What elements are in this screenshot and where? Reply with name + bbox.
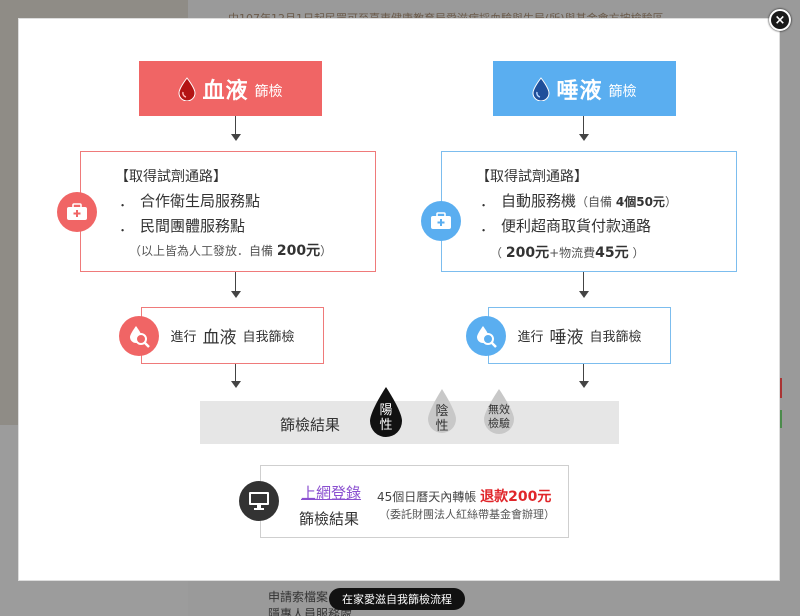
kit-icon [57,192,97,232]
list-item: ．民間團體服務點 [119,217,246,235]
black-drop-icon [370,387,402,437]
refund-note: （委託財團法人紅絲帶基金會辦理） [379,508,555,521]
arrow-down [231,116,241,141]
invalid-label-2: 檢驗 [488,417,510,430]
list-item: ．合作衛生局服務點 [119,192,261,210]
gray-drop-icon [484,389,514,434]
negative-label-1: 陰 [435,404,449,419]
screening-result-label: 篩檢結果 [280,416,341,434]
arrow-down [231,272,241,298]
blood-drop-icon [178,76,196,101]
online-registration-box: 上網登錄 篩檢結果 45個日曆天內轉帳 退款200元 （委託財團法人紅絲帶基金會… [260,465,569,538]
arrow-down [579,116,589,141]
list-item: ．便利超商取貨付款通路 [480,217,652,235]
arrow-down [231,364,241,388]
positive-label-1: 陽 [379,403,393,418]
blood-header-small: 篩檢 [254,84,283,100]
arrow-down [579,364,589,388]
positive-label-2: 性 [379,418,393,433]
refund-line: 45個日曆天內轉帳 退款200元 [377,489,552,505]
list-item: ．自動服務機（自備 4個50元） [480,192,677,210]
saliva-self-test-step: 進行 唾液 自我篩檢 [488,307,671,364]
saliva-drop-icon [532,76,550,101]
close-button[interactable]: × [769,9,791,31]
gray-drop-icon [428,389,456,433]
background-bottom-text-2: 隱專人員服務處 [268,607,353,616]
negative-label-2: 性 [435,419,449,434]
blood-self-test-step: 進行 血液 自我篩檢 [141,307,324,364]
invalid-label-1: 無效 [488,403,510,416]
negative-drop: 陰性 [426,387,458,435]
saliva-test-header: 唾液 篩檢 [493,61,676,116]
blood-channels-box: 【取得試劑通路】 ．合作衛生局服務點 ．民間團體服務點 （以上皆為人工發放．自備… [80,151,376,272]
drop-magnifier-icon [466,316,506,356]
monitor-icon [239,481,279,521]
saliva-header-small: 篩檢 [608,84,637,100]
blood-test-header: 血液 篩檢 [139,61,322,116]
drop-magnifier-icon [119,316,159,356]
saliva-price-note: （ 200元+物流費45元 ） [490,245,645,261]
online-register-result-label: 篩檢結果 [299,510,360,528]
blood-header-big: 血液 [202,78,249,104]
saliva-channels-title: 【取得試劑通路】 [476,169,588,185]
arrow-down [579,272,589,298]
screening-result-bar: 篩檢結果 陽性 陰性 無效檢驗 [200,387,619,444]
positive-drop: 陽性 [368,387,404,439]
saliva-header-big: 唾液 [556,78,603,104]
online-register-link[interactable]: 上網登錄 [301,484,362,502]
refund-amount: 退款200元 [480,489,552,505]
saliva-channels-box: 【取得試劑通路】 ．自動服務機（自備 4個50元） ．便利超商取貨付款通路 （ … [441,151,737,272]
blood-price-note: （以上皆為人工發放．自備 200元） [129,243,333,259]
blood-channels-title: 【取得試劑通路】 [115,169,227,185]
kit-icon [421,201,461,241]
invalid-drop: 無效檢驗 [482,387,516,435]
flowchart-caption-pill[interactable]: 在家愛滋自我篩檢流程 [329,588,465,610]
background-bottom-text: 申請索檔案 [268,590,329,604]
